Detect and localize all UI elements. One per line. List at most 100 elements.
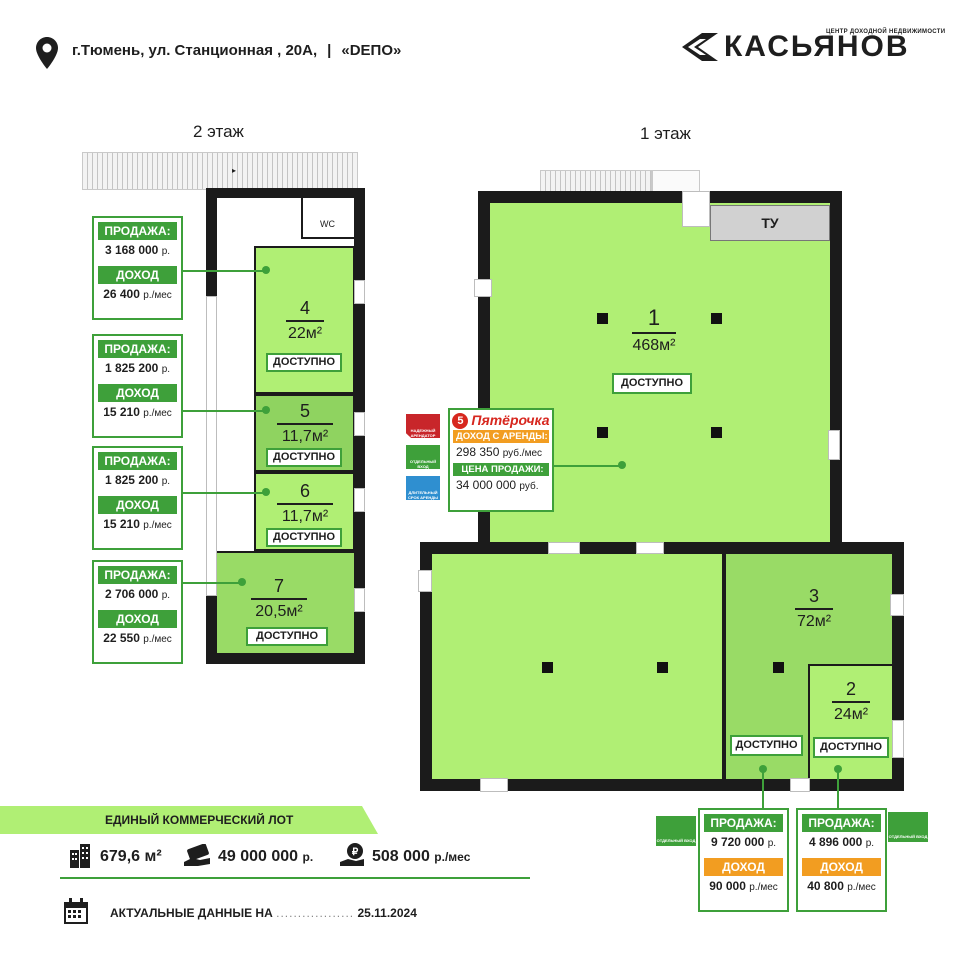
window — [480, 778, 508, 792]
lower-hall[interactable] — [432, 554, 722, 779]
sale-card-room-6[interactable]: ПРОДАЖА: 1 825 200 р. ДОХОД 15 210 р./ме… — [92, 446, 183, 550]
room-area: 72м² — [796, 612, 832, 630]
window — [354, 588, 365, 612]
sale-card-room-2[interactable]: ПРОДАЖА: 4 896 000 р. ДОХОД 40 800 р./ме… — [796, 808, 887, 912]
second-floor-inner-wall — [262, 188, 272, 198]
address-separator: | — [327, 42, 332, 59]
income-label: ДОХОД — [98, 610, 177, 628]
pillar — [773, 662, 784, 673]
income-label: ДОХОД — [802, 858, 881, 876]
leader-line — [837, 772, 839, 808]
money-icon — [184, 844, 212, 868]
sale-card-room-3[interactable]: ПРОДАЖА: 9 720 000 р. ДОХОД 90 000 р./ме… — [698, 808, 789, 912]
leader-line — [183, 582, 241, 584]
total-income: 508 000 р./мес — [372, 848, 471, 865]
room-number: 5 — [299, 401, 310, 421]
room-2-label: 2 24м² — [816, 679, 886, 724]
price-label: ЦЕНА ПРОДАЖИ: — [453, 463, 549, 476]
room-area: 11,7м² — [281, 427, 329, 445]
room-divider — [277, 503, 333, 505]
room-6-status-badge[interactable]: ДОСТУПНО — [266, 528, 342, 547]
room-4-label: 4 22м² — [264, 298, 346, 343]
stairs-landing — [652, 170, 700, 192]
brand-mark-icon: 5 — [452, 413, 469, 430]
door — [790, 778, 810, 792]
address-text: г.Тюмень, ул. Станционная , 20А, — [72, 42, 318, 59]
sale-value: 1 825 200 р. — [104, 361, 171, 375]
second-floor-inner-wall — [301, 198, 303, 238]
window — [892, 720, 904, 758]
income-value: 22 550 р./мес — [103, 631, 172, 645]
total-area: 679,6 м² — [100, 848, 162, 865]
single-lot-banner: ЕДИНЫЙ КОММЕРЧЕСКИЙ ЛОТ — [0, 806, 378, 834]
room-divider — [832, 701, 870, 703]
room-2-status-badge[interactable]: ДОСТУПНО — [813, 737, 889, 758]
separate-entrance-icon: ОТДЕЛЬНЫЙ ВХОД — [888, 812, 928, 842]
reliable-tenant-icon: НАДЕЖНЫЙ АРЕНДАТОР — [406, 414, 440, 438]
leader-line — [183, 270, 265, 272]
room-7-label: 7 20,5м² — [239, 576, 319, 621]
actual-data-line: АКТУАЛЬНЫЕ ДАННЫЕ НА .................. … — [110, 906, 417, 920]
leader-dot — [759, 765, 767, 773]
window — [354, 488, 365, 512]
summary-divider — [60, 877, 530, 879]
pillar — [542, 662, 553, 673]
leader-line — [183, 410, 265, 412]
location-pin-icon — [36, 37, 58, 69]
room-3-status-badge[interactable]: ДОСТУПНО — [730, 735, 803, 756]
logo-icon — [682, 33, 718, 61]
room-divider — [251, 598, 307, 600]
pillar — [711, 427, 722, 438]
building-icon — [68, 844, 92, 868]
first-floor-title: 1 этаж — [640, 124, 691, 143]
window — [636, 542, 664, 554]
room-1-label: 1 468м² — [612, 306, 696, 355]
long-lease-icon: ДЛИТЕЛЬНЫЙ СРОК АРЕНДЫ — [406, 476, 440, 500]
sale-card-room-4[interactable]: ПРОДАЖА: 3 168 000 р. ДОХОД 26 400 р./ме… — [92, 216, 183, 320]
window — [418, 570, 432, 592]
room-number: 2 — [845, 679, 856, 699]
income-value: 15 210 р./мес — [103, 517, 172, 531]
sale-card-room-5[interactable]: ПРОДАЖА: 1 825 200 р. ДОХОД 15 210 р./ме… — [92, 334, 183, 438]
separate-entrance-icon: ОТДЕЛЬНЫЙ ВХОД — [656, 816, 696, 846]
sale-value: 1 825 200 р. — [104, 473, 171, 487]
leader-line — [183, 492, 265, 494]
first-floor-stairs — [540, 170, 652, 192]
income-label: ДОХОД — [704, 858, 783, 876]
tu-room: ТУ — [710, 205, 830, 241]
room-number: 6 — [299, 481, 310, 501]
leader-dot — [262, 406, 270, 414]
window — [890, 594, 904, 616]
window — [354, 412, 365, 436]
sale-label: ПРОДАЖА: — [98, 222, 177, 240]
room-area: 24м² — [833, 705, 869, 723]
room-number: 7 — [273, 576, 284, 596]
door — [828, 430, 840, 460]
room-4-status-badge[interactable]: ДОСТУПНО — [266, 353, 342, 372]
income-value: 26 400 р./мес — [103, 287, 172, 301]
logo-tagline: ЦЕНТР ДОХОДНОЙ НЕДВИЖИМОСТИ — [826, 29, 946, 35]
building-name: «DEПО» — [341, 42, 402, 59]
room-area: 11,7м² — [281, 507, 329, 525]
window — [548, 542, 580, 554]
leader-dot — [618, 461, 626, 469]
stairs-arrow-icon: ▸ — [232, 166, 237, 175]
sale-card-room-7[interactable]: ПРОДАЖА: 2 706 000 р. ДОХОД 22 550 р./ме… — [92, 560, 183, 664]
separate-entrance-icon: ОТДЕЛЬНЫЙ ВХОД — [406, 445, 440, 469]
sale-label: ПРОДАЖА: — [802, 814, 881, 832]
room-7-status-badge[interactable]: ДОСТУПНО — [246, 627, 328, 646]
room-2[interactable] — [808, 664, 894, 781]
room-1-status-badge[interactable]: ДОСТУПНО — [612, 373, 692, 394]
room-divider — [286, 320, 324, 322]
second-floor-title: 2 этаж — [193, 122, 244, 141]
room-5-status-badge[interactable]: ДОСТУПНО — [266, 448, 342, 467]
sale-value: 2 706 000 р. — [104, 587, 171, 601]
window — [206, 296, 217, 596]
address: г.Тюмень, ул. Станционная , 20А, | «DEПО» — [72, 42, 401, 59]
actual-dots: .................. — [276, 906, 355, 920]
room-6-label: 6 11,7м² — [264, 481, 346, 526]
room-number: 1 — [647, 305, 661, 330]
logo-name: КАСЬЯНОВ — [724, 30, 910, 63]
